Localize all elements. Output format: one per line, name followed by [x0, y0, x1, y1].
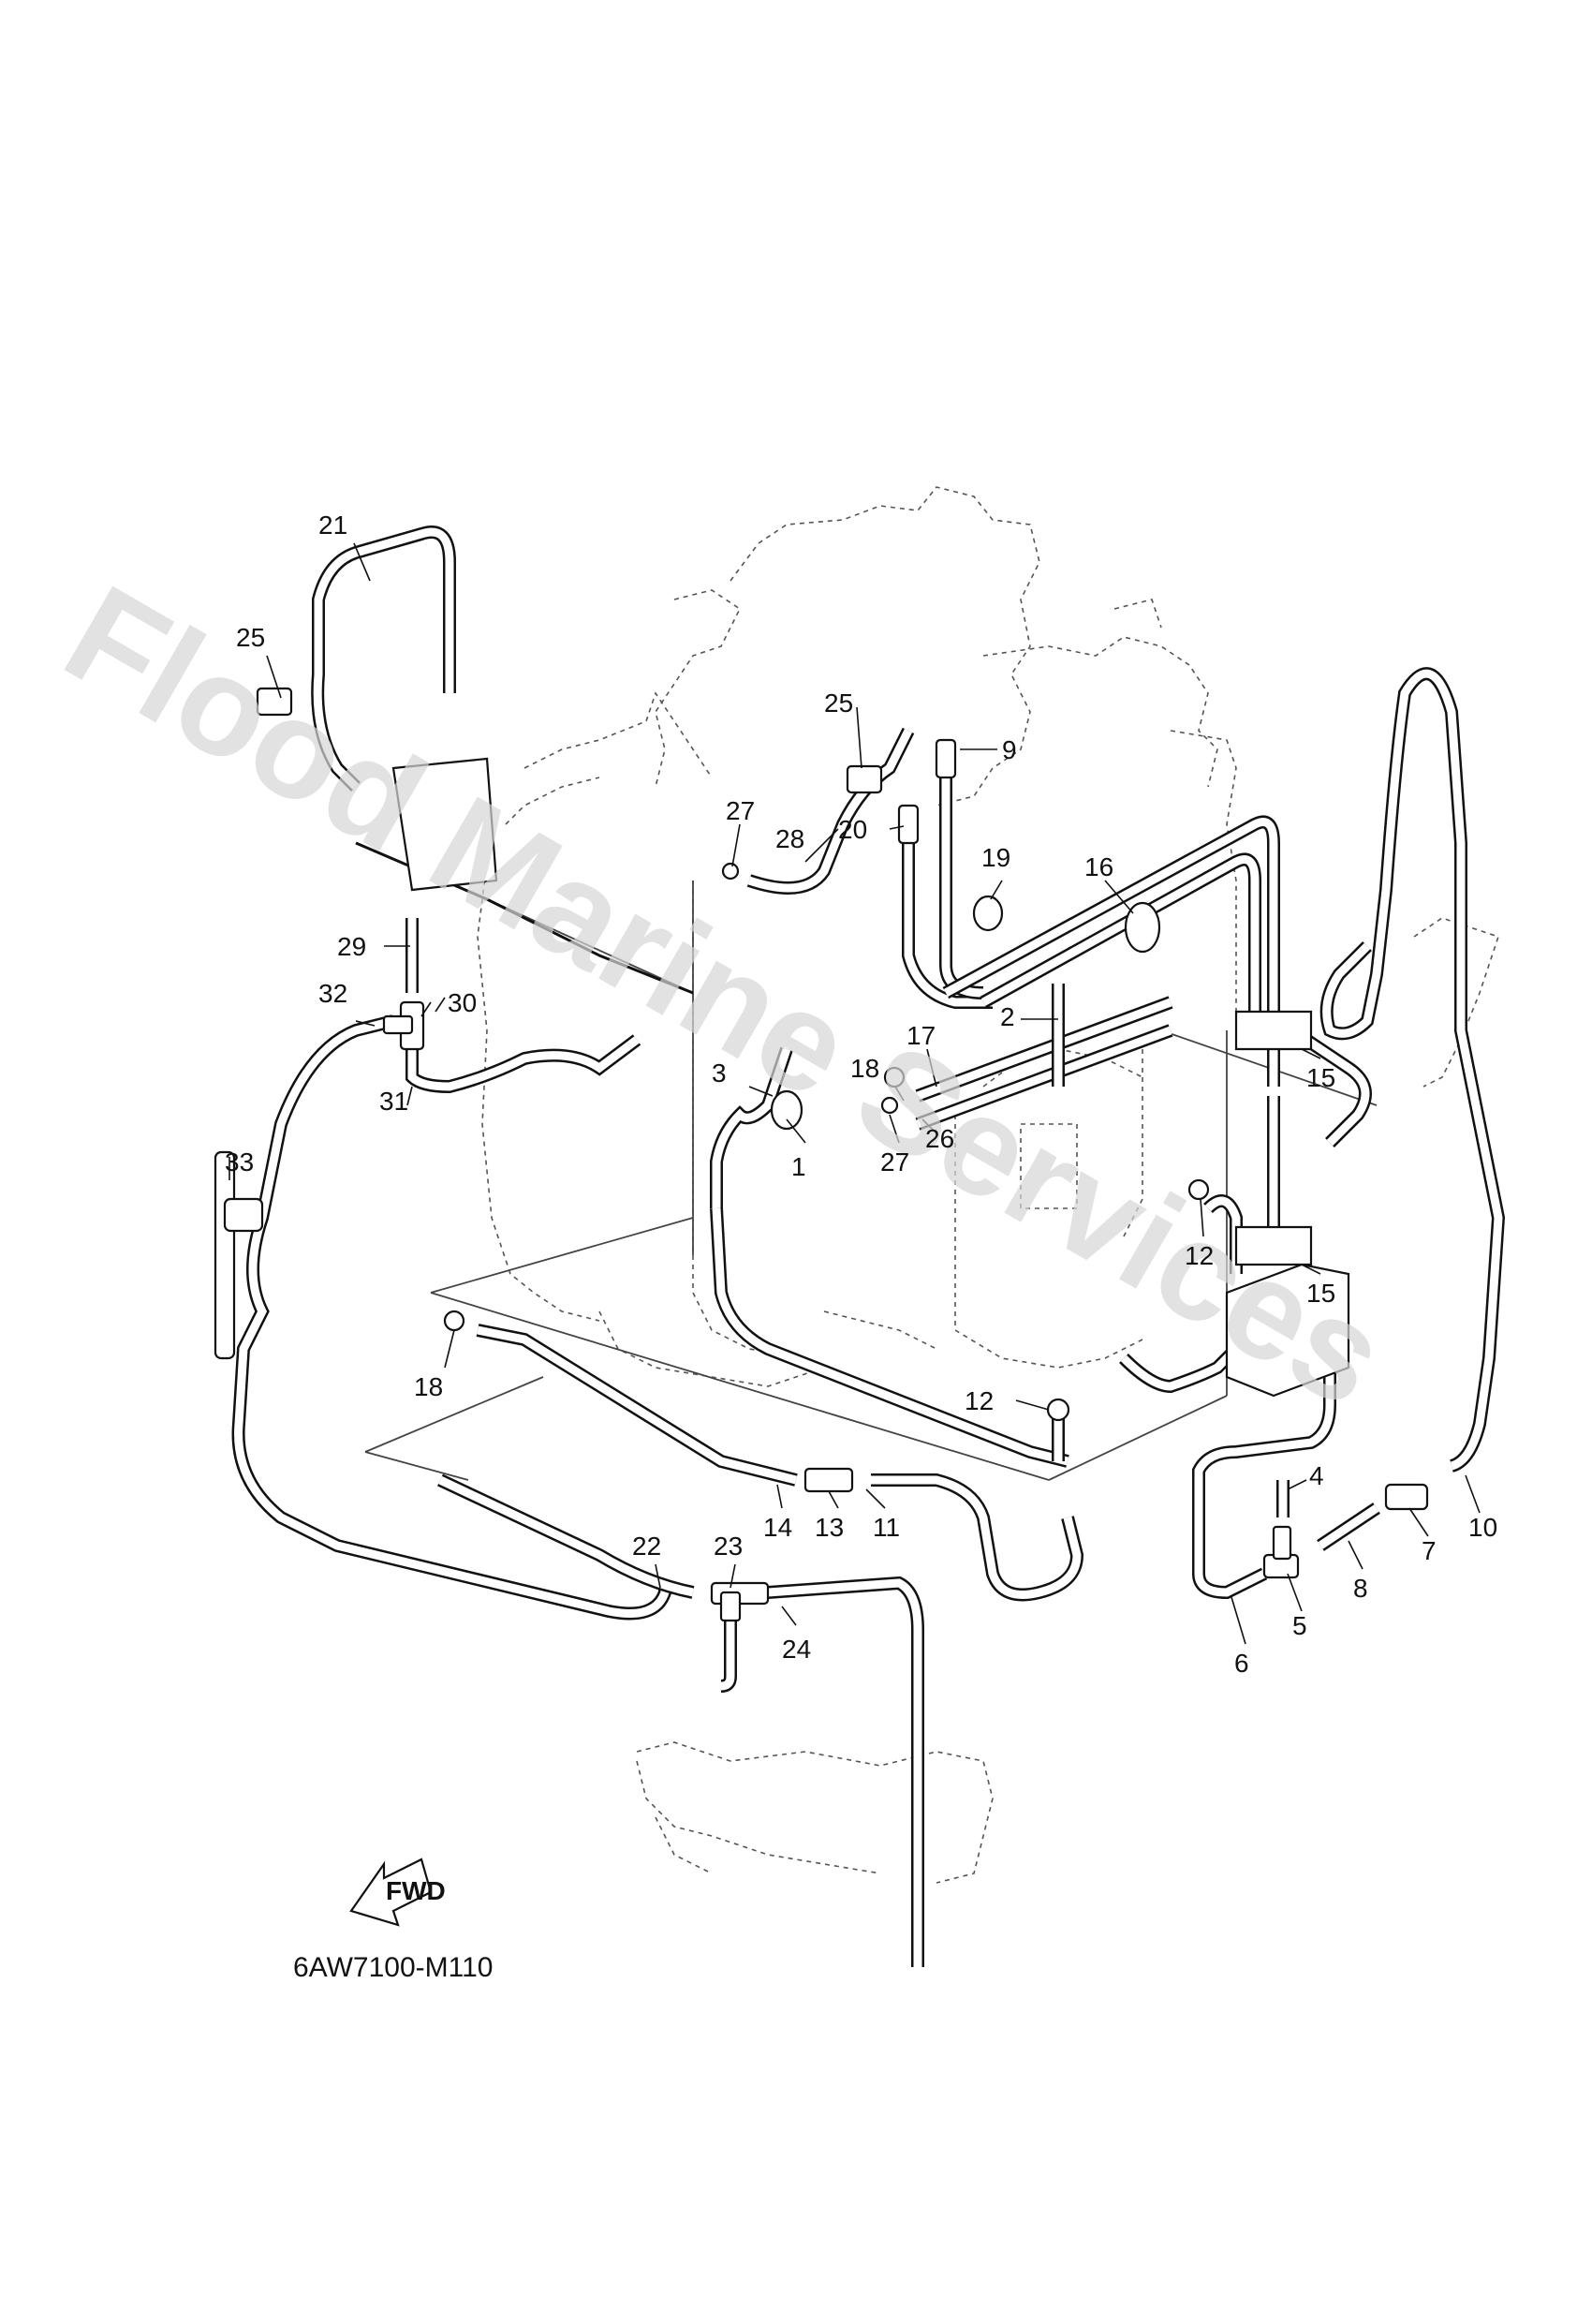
callout-15b: 15: [1306, 1279, 1335, 1308]
callout-32: 32: [318, 979, 347, 1008]
leader-lines: [228, 542, 1481, 1645]
callout-7: 7: [1422, 1536, 1437, 1565]
callout-23: 23: [714, 1532, 743, 1561]
callout-11: 11: [873, 1513, 900, 1542]
callout-12a: 12: [1185, 1241, 1214, 1270]
callout-22: 22: [632, 1532, 661, 1561]
callout-16: 16: [1084, 852, 1113, 881]
callout-33: 33: [225, 1147, 254, 1177]
callout-3: 3: [712, 1058, 727, 1088]
callout-1: 1: [791, 1152, 806, 1181]
callout-29: 29: [337, 932, 366, 961]
callout-6: 6: [1234, 1649, 1249, 1678]
callout-28: 28: [775, 824, 804, 853]
callout-13: 13: [815, 1513, 844, 1542]
callout-25b: 25: [824, 688, 853, 718]
callout-2: 2: [1000, 1002, 1015, 1031]
callout-24: 24: [782, 1635, 811, 1664]
callout-18b: 18: [414, 1372, 443, 1401]
callout-30: 30: [448, 988, 477, 1017]
callout-20: 20: [838, 815, 867, 844]
callout-14: 14: [763, 1513, 792, 1542]
callout-26: 26: [925, 1124, 954, 1153]
callout-19: 19: [981, 843, 1010, 872]
callout-27a: 27: [726, 796, 755, 825]
callout-12b: 12: [965, 1386, 994, 1415]
fwd-label: FWD: [386, 1876, 446, 1905]
callout-4: 4: [1309, 1461, 1324, 1490]
callout-9: 9: [1002, 735, 1017, 764]
fittings: [214, 687, 1429, 1927]
callout-8: 8: [1353, 1574, 1368, 1603]
hose-routing: [231, 525, 1506, 1967]
callout-10: 10: [1468, 1513, 1497, 1542]
callout-31: 31: [379, 1087, 408, 1116]
callout-18a: 18: [850, 1054, 879, 1083]
callout-labels: 1 2 3 4 5 6 7 8 9 10 11 12 12 13 14 15 1…: [225, 511, 1497, 1678]
callout-27b: 27: [880, 1147, 909, 1177]
callout-17: 17: [906, 1021, 936, 1050]
callout-21: 21: [318, 511, 347, 540]
callout-15a: 15: [1306, 1063, 1335, 1092]
callout-5: 5: [1292, 1611, 1307, 1640]
reference-code: 6AW7100-M110: [293, 1952, 493, 1983]
callout-25a: 25: [236, 623, 265, 652]
